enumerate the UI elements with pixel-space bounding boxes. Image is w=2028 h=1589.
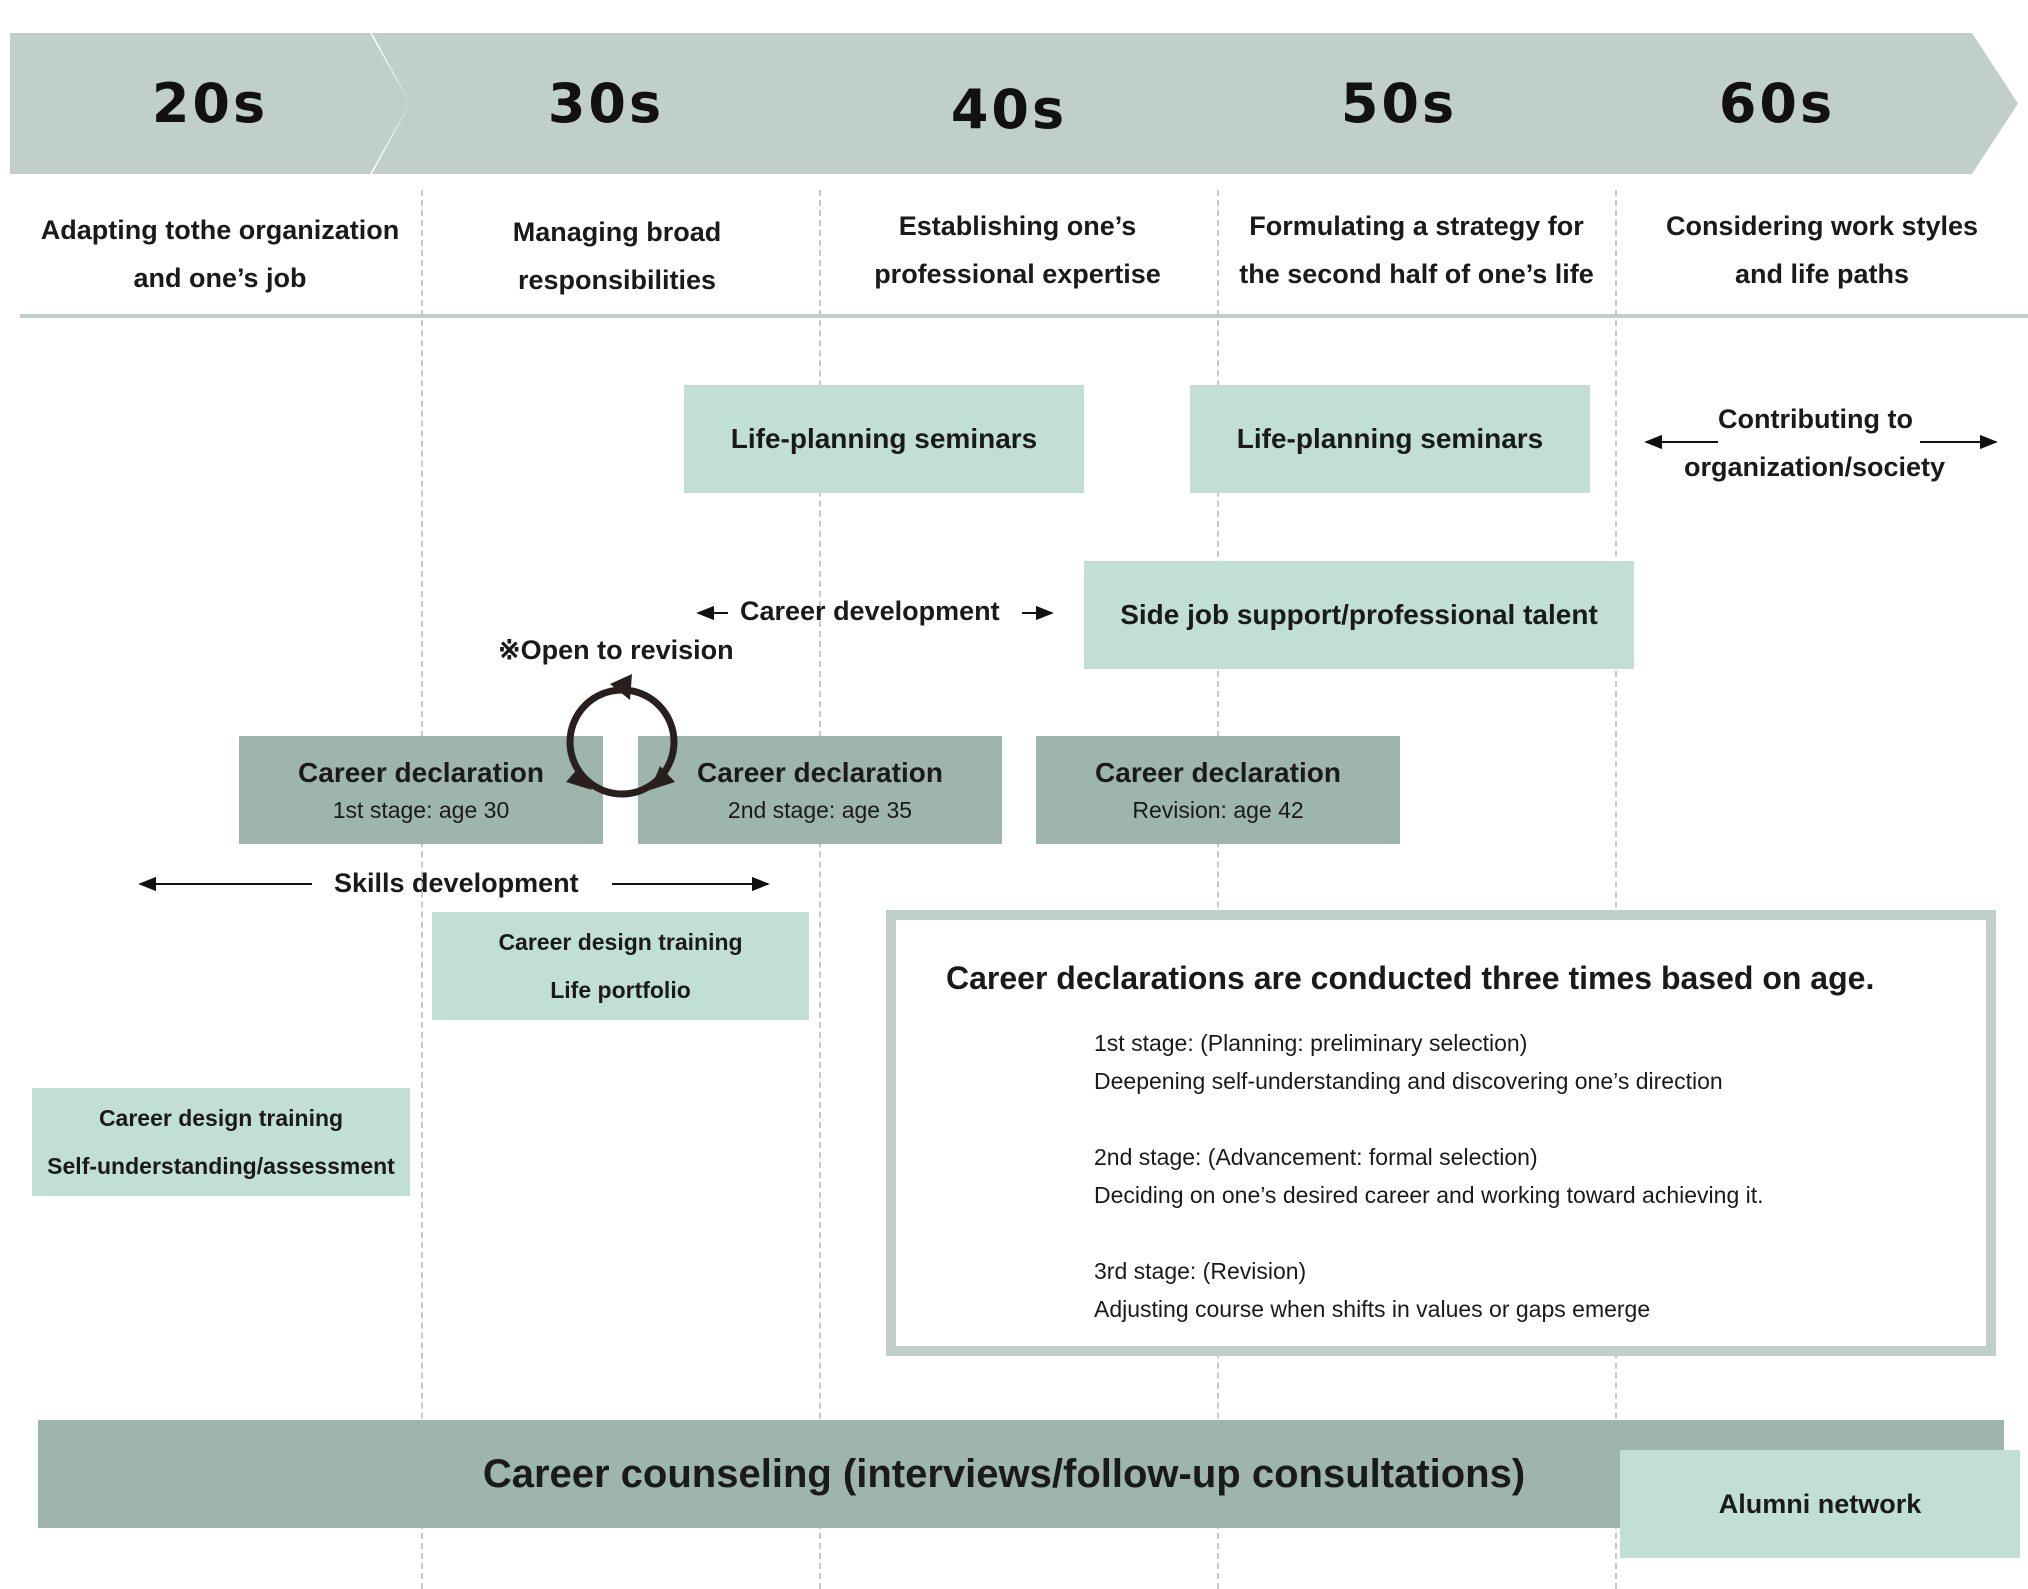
- life-planning-seminars-50s: Life-planning seminars: [1190, 385, 1590, 493]
- stage-heading-40s: Establishing one’s professional expertis…: [874, 211, 1161, 289]
- side-job-support-box: Side job support/professional talent: [1084, 561, 1634, 669]
- revision-cycle-icon: [566, 674, 678, 798]
- info-stage-3-desc: Adjusting course when shifts in values o…: [1094, 1296, 1651, 1322]
- career-declaration-revision-subtitle: Revision: age 42: [1132, 796, 1304, 823]
- alumni-network-box: Alumni network: [1620, 1450, 2020, 1558]
- divider-30s-40s: [819, 190, 821, 1589]
- stage-heading-30s: Managing broad responsibilities: [512, 217, 722, 295]
- career-design-training-30s-subtitle: Life portfolio: [550, 977, 691, 1003]
- career-counseling-label: Career counseling (interviews/follow-up …: [482, 1451, 1526, 1496]
- decade-50s: 50s: [1176, 33, 1622, 174]
- info-stage-3-label: 3rd stage: (Revision): [1094, 1258, 1307, 1284]
- decade-60s: 60s: [1576, 33, 2018, 174]
- alumni-network-label: Alumni network: [1718, 1488, 1922, 1519]
- open-to-revision-note: ※Open to revision: [498, 635, 734, 665]
- info-stage-1: 1st stage: (Planning: preliminary select…: [1094, 1024, 1723, 1100]
- career-declaration-2nd-title: Career declaration: [697, 756, 943, 788]
- decade-30s-label: 30s: [547, 72, 665, 135]
- declarations-info-title: Career declarations are conducted three …: [946, 960, 1875, 996]
- header-divider: [20, 314, 2028, 318]
- declarations-info-box: Career declarations are conducted three …: [886, 910, 1996, 1356]
- life-planning-seminars-40s: Life-planning seminars: [684, 385, 1084, 493]
- info-stage-2-desc: Deciding on one’s desired career and wor…: [1094, 1182, 1764, 1208]
- side-job-support-label: Side job support/professional talent: [1120, 599, 1598, 630]
- decade-50s-label: 50s: [1340, 72, 1458, 135]
- life-planning-seminars-40s-label: Life-planning seminars: [730, 423, 1038, 454]
- career-design-training-20s-subtitle: Self-understanding/assessment: [47, 1153, 395, 1179]
- info-stage-2: 2nd stage: (Advancement: formal selectio…: [1094, 1138, 1764, 1214]
- decade-40s-label: 40s: [950, 78, 1068, 141]
- contributing-label-line2: organization/society: [1684, 452, 1946, 482]
- decade-20s: 20s: [10, 33, 410, 174]
- info-stage-1-label: 1st stage: (Planning: preliminary select…: [1094, 1030, 1528, 1056]
- decade-20s-label: 20s: [151, 72, 269, 135]
- info-stage-3: 3rd stage: (Revision) Adjusting course w…: [1094, 1252, 1650, 1328]
- info-stage-2-label: 2nd stage: (Advancement: formal selectio…: [1094, 1144, 1538, 1170]
- career-development-label: Career development: [740, 596, 1000, 626]
- career-design-training-30s: Career design training Life portfolio: [432, 912, 809, 1020]
- stage-heading-20s: Adapting tothe organization and one’s jo…: [40, 215, 400, 293]
- career-declaration-revision-title: Career declaration: [1095, 756, 1341, 788]
- decade-60s-label: 60s: [1718, 72, 1836, 135]
- career-declaration-2nd: Career declaration 2nd stage: age 35: [638, 736, 1002, 844]
- life-planning-seminars-50s-label: Life-planning seminars: [1236, 423, 1544, 454]
- info-stage-1-desc: Deepening self-understanding and discove…: [1094, 1068, 1723, 1094]
- skills-development-label: Skills development: [334, 868, 579, 898]
- career-declaration-revision: Career declaration Revision: age 42: [1036, 736, 1400, 844]
- divider-50s-60s: [1615, 190, 1617, 1589]
- career-declaration-1st: Career declaration 1st stage: age 30: [239, 736, 603, 844]
- career-design-training-20s-title: Career design training: [98, 1105, 344, 1131]
- decade-30s: 30s: [372, 33, 820, 174]
- career-declaration-1st-subtitle: 1st stage: age 30: [332, 796, 510, 823]
- divider-20s-30s: [421, 190, 423, 1589]
- decade-40s: 40s: [778, 33, 1220, 174]
- stage-heading-60s: Considering work styles and life paths: [1665, 211, 1979, 289]
- career-design-training-20s: Career design training Self-understandin…: [32, 1088, 410, 1196]
- contributing-label-line1: Contributing to: [1718, 404, 1913, 434]
- career-declaration-1st-title: Career declaration: [298, 756, 544, 788]
- career-declaration-2nd-subtitle: 2nd stage: age 35: [727, 796, 913, 823]
- stage-heading-50s: Formulating a strategy for the second ha…: [1239, 211, 1594, 289]
- divider-40s-50s: [1217, 190, 1219, 1589]
- career-design-training-30s-title: Career design training: [498, 929, 743, 955]
